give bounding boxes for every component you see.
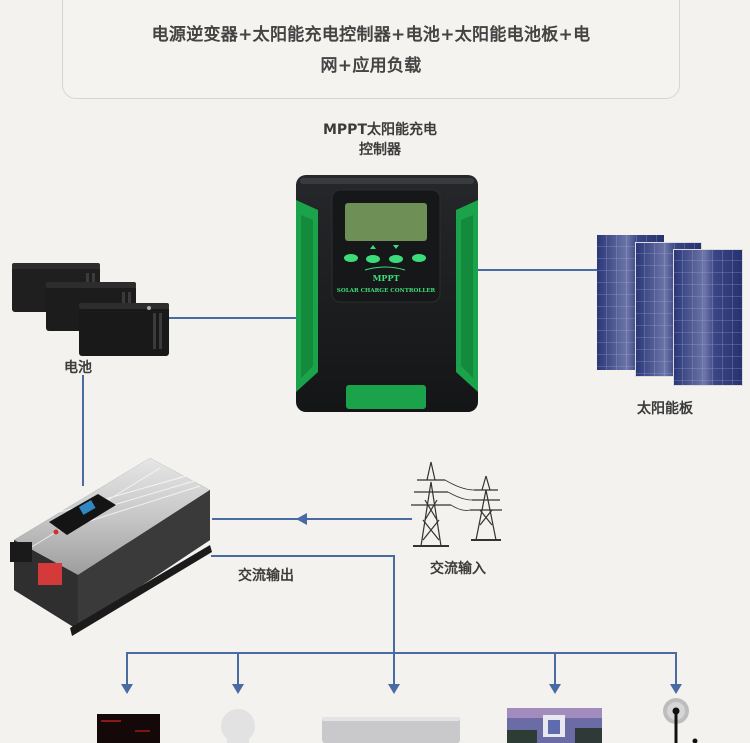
solar-panel-label: 太阳能板 <box>637 401 693 417</box>
fan-icon <box>663 698 698 743</box>
television-icon <box>507 708 602 743</box>
light-bulb-icon <box>221 709 255 743</box>
load-arrow-1 <box>121 684 133 694</box>
title-line-2: 网+应用负载 <box>320 55 422 76</box>
grid-input-label: 交流输入 <box>430 561 486 577</box>
controller-brand-text: MPPT <box>373 273 400 283</box>
output-arrow-head <box>388 684 400 694</box>
load-arrow-2 <box>232 684 244 694</box>
load-arrow-4 <box>549 684 561 694</box>
controller-label: MPPT太阳能充电 控制器 <box>300 120 460 160</box>
battery-icon <box>12 263 169 356</box>
controller-subtitle-text: SOLAR CHARGE CONTROLLER <box>337 288 436 294</box>
load-arrow-5 <box>670 684 682 694</box>
mppt-controller-icon: MPPT SOLAR CHARGE CONTROLLER <box>296 175 478 412</box>
inverter-output-line <box>211 555 395 688</box>
connection-lines <box>82 269 682 694</box>
power-tower-icon <box>411 461 502 547</box>
title-line-1: 电源逆变器+太阳能充电控制器+电池+太阳能电池板+电 <box>151 24 591 45</box>
ac-output-label: 交流输出 <box>238 568 294 584</box>
inverter-icon <box>10 458 212 636</box>
battery-label: 电池 <box>64 360 92 376</box>
air-conditioner-icon <box>322 717 460 743</box>
grid-arrow-head <box>296 513 307 525</box>
microwave-icon <box>97 714 160 743</box>
controller-label-line-1: MPPT太阳能充电 <box>322 122 437 138</box>
solar-panel-icon <box>597 235 743 386</box>
controller-label-line-2: 控制器 <box>359 142 401 158</box>
title-box: 电源逆变器+太阳能充电控制器+电池+太阳能电池板+电 网+应用负载 <box>62 0 680 99</box>
